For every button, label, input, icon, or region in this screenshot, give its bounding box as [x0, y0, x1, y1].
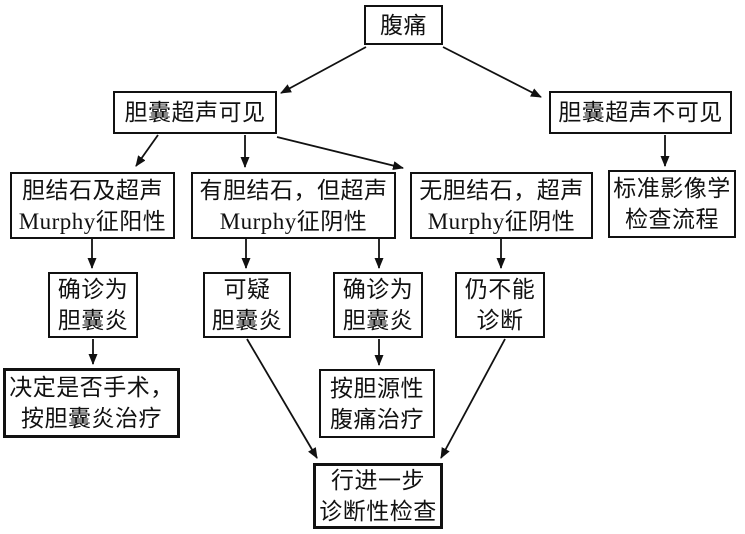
node-no-stones-murphy-negative-label: 无胆结石，超声 Murphy征阴性 — [419, 177, 584, 234]
node-no-stones-murphy-negative: 无胆结石，超声 Murphy征阴性 — [410, 172, 593, 239]
node-standard-imaging: 标准影像学 检查流程 — [608, 170, 736, 238]
arrow-undiagnosed-to-further-tests — [440, 338, 506, 459]
node-us-visible-label: 胆囊超声可见 — [124, 100, 266, 125]
node-decide-surgery: 决定是否手术， 按胆囊炎治疗 — [3, 368, 180, 438]
node-stones-murphy-positive-label: 胆结石及超声 Murphy征阳性 — [18, 177, 167, 234]
node-still-undiagnosed-label: 仍不能 诊断 — [464, 277, 536, 333]
node-abdominal-pain: 腹痛 — [364, 5, 443, 45]
node-further-diagnostic-tests-label: 行进一步 诊断性检查 — [319, 468, 437, 524]
node-confirmed-cholecystitis-left-label: 确诊为 胆囊炎 — [57, 277, 129, 333]
node-abdominal-pain-label: 腹痛 — [380, 12, 427, 38]
node-suspected-cholecystitis: 可疑 胆囊炎 — [203, 272, 291, 338]
node-stones-murphy-negative-label: 有胆结石，但超声 Murphy征阴性 — [199, 177, 388, 234]
node-us-not-visible: 胆囊超声不可见 — [549, 91, 732, 134]
node-confirmed-cholecystitis-mid-label: 确诊为 胆囊炎 — [342, 277, 414, 333]
node-us-not-visible-label: 胆囊超声不可见 — [558, 100, 723, 125]
node-us-visible: 胆囊超声可见 — [113, 91, 277, 134]
node-treat-biliary-pain: 按胆源性 腹痛治疗 — [319, 369, 435, 438]
node-confirmed-cholecystitis-left: 确诊为 胆囊炎 — [48, 272, 138, 338]
arrow-pain-to-us-visible — [280, 46, 367, 94]
node-suspected-cholecystitis-label: 可疑 胆囊炎 — [211, 277, 283, 333]
arrow-visible-to-murphy-positive — [135, 134, 159, 167]
node-confirmed-cholecystitis-mid: 确诊为 胆囊炎 — [333, 272, 423, 338]
node-standard-imaging-label: 标准影像学 检查流程 — [613, 176, 731, 232]
node-treat-biliary-pain-label: 按胆源性 腹痛治疗 — [330, 375, 424, 432]
arrow-visible-to-no-stones — [276, 136, 404, 170]
node-stones-murphy-positive: 胆结石及超声 Murphy征阳性 — [10, 172, 175, 239]
node-stones-murphy-negative: 有胆结石，但超声 Murphy征阴性 — [191, 172, 396, 239]
node-still-undiagnosed: 仍不能 诊断 — [455, 272, 545, 338]
arrow-suspected-to-further-tests — [246, 338, 318, 459]
arrow-pain-to-us-not-visible — [442, 46, 542, 98]
node-further-diagnostic-tests: 行进一步 诊断性检查 — [313, 463, 443, 529]
node-decide-surgery-label: 决定是否手术， 按胆囊炎治疗 — [9, 375, 174, 431]
